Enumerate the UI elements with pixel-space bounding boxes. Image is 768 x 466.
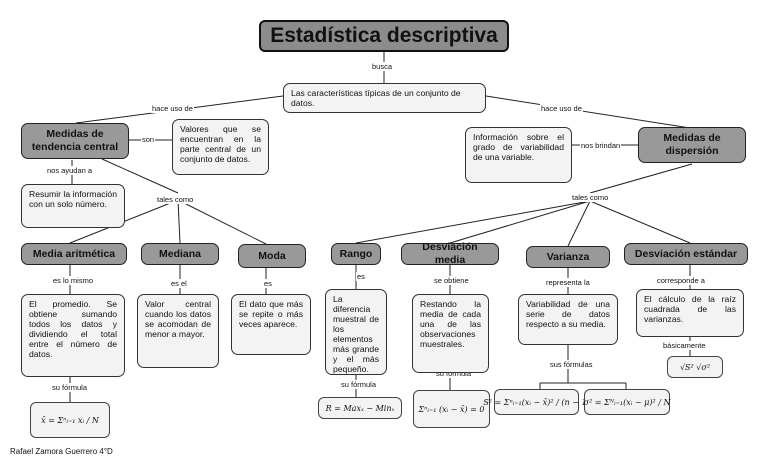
main-title: Estadística descriptiva xyxy=(259,20,509,52)
node-caracteristicas: Las características típicas de un conjun… xyxy=(283,83,486,113)
node-moda: Moda xyxy=(238,244,306,268)
node-desviacion-estandar: Desviación estándar xyxy=(624,243,748,265)
link-label-nos-brindan: nos brindan xyxy=(580,141,622,150)
node-desviacion-estandar-descripcion: El cálculo de la raíz cuadrada de las va… xyxy=(636,289,744,337)
node-mediana: Mediana xyxy=(141,243,219,265)
node-valores-centrales: Valores que se encuentran en la parte ce… xyxy=(172,119,269,175)
link-label-representa: representa la xyxy=(545,278,591,287)
link-label-hace-uso-left: hace uso de xyxy=(151,104,194,113)
link-label-es-moda: es xyxy=(263,279,273,288)
link-label-es-lo-mismo: es lo mismo xyxy=(52,276,95,285)
node-dispersion: Medidas de dispersión xyxy=(638,127,746,163)
link-label-tales-como-left: tales como xyxy=(156,195,195,204)
link-label-corresponde: corresponde a xyxy=(656,276,706,285)
formula-rango: R = Maxₓ − Minₓ xyxy=(318,397,402,419)
link-label-basicamente: básicamente xyxy=(662,341,707,350)
link-label-es-rango: es xyxy=(356,272,366,281)
link-label-su-formula-rango: su fórmula xyxy=(340,380,378,389)
formula-varianza-muestral: S² = Σⁿᵢ₌₁(xᵢ − x̄)² / (n − 1) xyxy=(483,389,590,415)
link-label-se-obtiene: se obtiene xyxy=(433,276,470,285)
node-tendencia-central: Medidas de tendencia central xyxy=(21,123,129,159)
node-desviacion-media-descripcion: Restando la media de cada una de las obs… xyxy=(412,294,489,373)
node-moda-descripcion: El dato que más se repite o más veces ap… xyxy=(231,294,311,355)
link-label-su-formula-media: su fórmula xyxy=(51,383,89,392)
node-resumir: Resumir la información con un solo númer… xyxy=(21,184,125,228)
link-label-nos-ayudan: nos ayudan a xyxy=(46,166,94,175)
node-varianza-descripcion: Variabilidad de una serie de datos respe… xyxy=(518,294,618,345)
formula-desviacion-media: Σⁿᵢ₌₁ (xᵢ − x̄) = 0 xyxy=(413,390,490,428)
author-credit: Rafael Zamora Guerrero 4°D xyxy=(10,447,113,456)
link-label-sus-formulas: sus fórmulas xyxy=(549,360,594,369)
node-informacion-variabilidad: Información sobre el grado de variabilid… xyxy=(465,127,572,183)
node-media-descripcion: El promedio. Se obtiene sumando todos lo… xyxy=(21,294,125,377)
node-desviacion-media: Desviación media xyxy=(401,241,499,266)
node-varianza: Varianza xyxy=(526,246,610,268)
link-label-tales-como-right: tales como xyxy=(571,193,610,202)
node-mediana-descripcion: Valor central cuando los datos se acomod… xyxy=(137,294,219,368)
node-rango-descripcion: La diferencia muestral de los elementos … xyxy=(325,289,387,375)
formula-desviacion-estandar: √S² √σ² xyxy=(667,356,723,378)
formula-varianza-poblacional: σ² = Σᴺᵢ₌₁(xᵢ − μ)² / N xyxy=(584,389,670,415)
link-label-son: son xyxy=(141,135,156,144)
link-label-es-el: es el xyxy=(170,279,188,288)
node-rango: Rango xyxy=(331,243,381,265)
node-media-aritmetica: Media aritmética xyxy=(21,243,127,265)
link-label-hace-uso-right: hace uso de xyxy=(540,104,583,113)
link-label-su-formula-desv: su fórmula xyxy=(435,369,473,378)
link-label-busca: busca xyxy=(371,62,394,71)
formula-media: x̄ = Σⁿᵢ₌₁ xᵢ / N xyxy=(30,402,110,438)
